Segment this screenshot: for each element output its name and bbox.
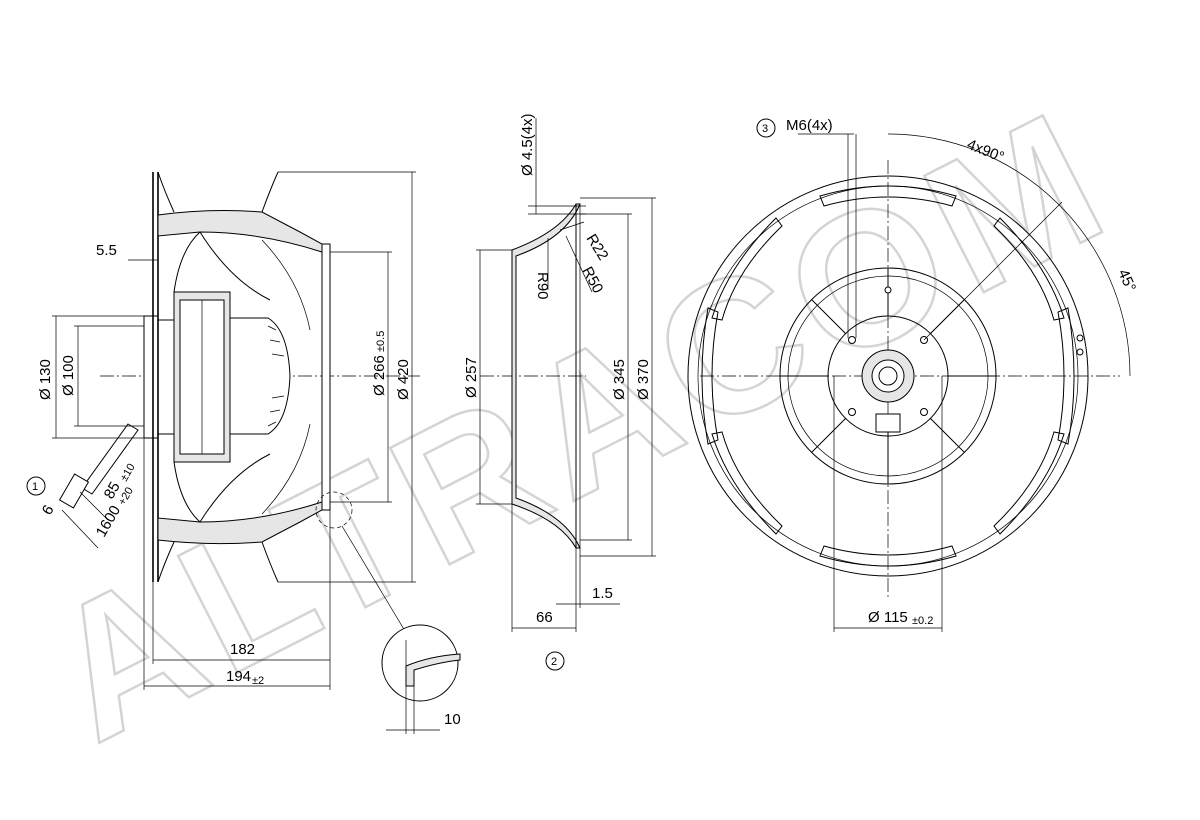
dim-4-5: Ø 4.5(4x) bbox=[519, 113, 536, 176]
dim-130: Ø 130 bbox=[37, 359, 54, 400]
callout-3: 3 bbox=[762, 123, 768, 135]
dim-6: 6 bbox=[39, 502, 58, 518]
dim-1600: 1600 bbox=[93, 503, 124, 540]
dim-370: Ø 370 bbox=[635, 359, 652, 400]
dim-r90: R90 bbox=[534, 272, 551, 300]
dim-85-tol: ±10 bbox=[118, 462, 138, 484]
dim-1-5: 1.5 bbox=[592, 585, 613, 602]
dim-115-tol: ±0.2 bbox=[912, 615, 933, 627]
dim-194: 194 bbox=[226, 668, 251, 685]
callout-2: 2 bbox=[551, 656, 557, 668]
dim-5-5: 5.5 bbox=[96, 242, 117, 259]
side-view: 5.5 Ø 130 Ø 100 1 6 85 ±10 1600 +20 Ø 26… bbox=[26, 171, 461, 734]
dim-266: Ø 266 bbox=[371, 355, 388, 396]
dim-257: Ø 257 bbox=[463, 357, 480, 398]
dim-45: 45° bbox=[1114, 267, 1139, 295]
dim-10: 10 bbox=[444, 711, 461, 728]
dim-r50: R50 bbox=[578, 264, 606, 296]
dim-182: 182 bbox=[230, 641, 255, 658]
dim-345: Ø 345 bbox=[611, 359, 628, 400]
callout-1: 1 bbox=[32, 481, 38, 493]
dim-266-tol: ±0.5 bbox=[375, 331, 387, 352]
dim-115: Ø 115 bbox=[868, 609, 908, 626]
dim-420: Ø 420 bbox=[395, 359, 412, 400]
dim-66: 66 bbox=[536, 609, 553, 626]
dim-m6: M6(4x) bbox=[786, 117, 833, 134]
dim-85: 85 bbox=[101, 479, 124, 502]
nozzle-view: Ø 4.5(4x) R22 R90 R50 Ø 257 Ø 345 Ø 370 … bbox=[463, 113, 656, 671]
dim-r22: R22 bbox=[583, 231, 612, 263]
dim-100: Ø 100 bbox=[60, 355, 77, 396]
dim-194-tol: ±2 bbox=[252, 675, 264, 687]
